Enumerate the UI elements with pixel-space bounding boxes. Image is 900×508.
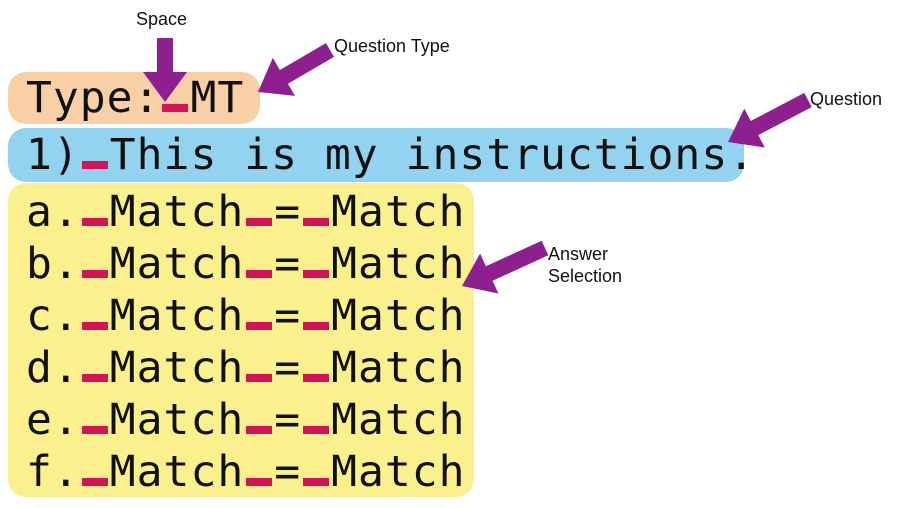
question-type-arrow [258,43,334,96]
space-marker [303,426,330,434]
space-marker [81,218,108,226]
answer-equals: = [274,395,302,445]
space-marker [303,218,330,226]
answer-letter: b. [26,239,80,289]
answer-equals: = [274,187,302,237]
space-arrow [143,38,187,102]
answer-line: c. Match = Match [26,290,466,342]
answer-letter: f. [26,447,80,497]
answer-equals: = [274,343,302,393]
space-marker [81,374,108,382]
question-line: 1) This is my instructions. [26,129,755,181]
space-marker [81,161,108,169]
space-marker [303,374,330,382]
space-marker [303,270,330,278]
space-marker [81,426,108,434]
question-block [8,128,744,182]
space-marker [246,374,273,382]
answer-letter: a. [26,187,80,237]
answer-equals: = [274,239,302,289]
question-type-label: Question Type [334,36,450,56]
space-label: Space [136,9,188,29]
space-marker [303,478,330,486]
space-marker [246,426,273,434]
answer-right-match: Match [331,447,466,497]
answer-letter: c. [26,291,80,341]
answer-left-match: Match [109,291,245,341]
answer-selection-arrow [462,240,549,294]
answer-left-match: Match [109,239,245,289]
space-marker [303,322,330,330]
space-marker [162,104,189,112]
answer-line: f. Match = Match [26,446,466,498]
answer-selection-label-line2: Selection [548,266,623,286]
answer-left-match: Match [109,395,245,445]
space-marker [246,218,273,226]
space-marker [81,322,108,330]
answer-right-match: Match [331,395,466,445]
answer-line: e. Match = Match [26,394,466,446]
answer-line: a. Match = Match [26,186,466,238]
answer-left-match: Match [109,187,245,237]
answer-right-match: Match [331,239,466,289]
question-arrow [728,92,812,148]
space-marker [246,322,273,330]
answer-equals: = [274,291,302,341]
question-label: Question [810,89,883,109]
answer-line: d. Match = Match [26,342,466,394]
space-marker [246,478,273,486]
question-type-block [8,72,260,124]
space-marker [246,270,273,278]
answer-selection-block [8,183,474,497]
answer-right-match: Match [331,187,466,237]
answer-right-match: Match [331,343,466,393]
answer-equals: = [274,447,302,497]
type-value: MT [190,73,245,123]
type-line: Type: MT [26,72,244,124]
space-marker [81,478,108,486]
answer-left-match: Match [109,343,245,393]
type-prefix: Type: [26,73,161,123]
answer-letter: e. [26,395,80,445]
space-marker [81,270,108,278]
answer-selection-label-line1: Answer [548,244,609,264]
answer-right-match: Match [331,291,466,341]
answer-line: b. Match = Match [26,238,466,290]
answer-left-match: Match [109,447,245,497]
question-number: 1) [26,130,80,180]
answer-letter: d. [26,343,80,393]
question-text: This is my instructions. [109,130,756,180]
